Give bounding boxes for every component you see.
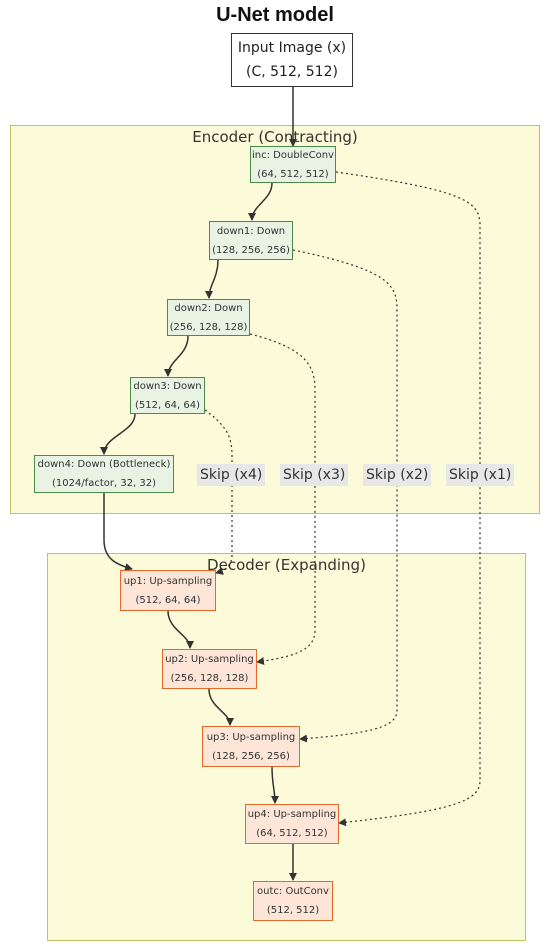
down1-shape: (128, 256, 256) — [212, 244, 290, 256]
inc-node: inc: DoubleConv (64, 512, 512) — [250, 146, 336, 183]
encoder-group: Encoder (Contracting) — [10, 125, 540, 514]
edge-up3-up4 — [270, 766, 279, 804]
down1-label: down1: Down — [216, 225, 286, 237]
down3-shape: (512, 64, 64) — [134, 399, 201, 411]
input-image-shape: (C, 512, 512) — [246, 64, 338, 80]
outc-node: outc: OutConv (512, 512) — [253, 881, 333, 921]
skip-label-x3: Skip (x3) — [280, 464, 349, 486]
edge-down2-down3 — [164, 335, 189, 377]
up3-label: up3: Up-sampling — [206, 731, 296, 743]
skip-edge-x3 — [249, 333, 316, 665]
edge-down4-up1 — [103, 493, 133, 571]
inc-label: inc: DoubleConv — [252, 149, 334, 161]
skip-edge-x2 — [292, 249, 398, 743]
skip-label-x2: Skip (x2) — [363, 464, 432, 486]
up2-label: up2: Up-sampling — [165, 654, 254, 665]
up2-shape: (256, 128, 128) — [170, 673, 249, 684]
up1-node: up1: Up-sampling (512, 64, 64) — [120, 570, 216, 611]
down4-shape: (1024/factor, 32, 32) — [51, 478, 157, 489]
up3-shape: (128, 256, 256) — [212, 750, 290, 762]
up4-label: up4: Up-sampling — [247, 809, 337, 820]
skip-label-x4: Skip (x4) — [197, 464, 266, 486]
skip-edge-x4 — [204, 409, 233, 575]
inc-shape: (64, 512, 512) — [257, 168, 329, 180]
down4-label: down4: Down (Bottleneck) — [37, 459, 171, 470]
input-image-node: Input Image (x) (C, 512, 512) — [231, 33, 353, 87]
skip-edge-x1 — [335, 171, 481, 827]
diagram-title: U-Net model — [216, 4, 334, 26]
up3-node: up3: Up-sampling (128, 256, 256) — [202, 726, 300, 767]
outc-label: outc: OutConv — [257, 886, 329, 897]
down2-node: down2: Down (256, 128, 128) — [167, 299, 250, 336]
edge-up2-up3 — [208, 688, 234, 726]
down2-shape: (256, 128, 128) — [169, 321, 248, 333]
up1-label: up1: Up-sampling — [123, 575, 213, 587]
up4-node: up4: Up-sampling (64, 512, 512) — [245, 804, 339, 844]
up4-shape: (64, 512, 512) — [256, 828, 328, 839]
edge-down1-down2 — [205, 259, 219, 299]
down2-label: down2: Down — [174, 302, 243, 314]
encoder-group-label: Encoder (Contracting) — [192, 128, 358, 146]
down3-label: down3: Down — [133, 380, 202, 392]
input-image-label: Input Image (x) — [237, 40, 347, 56]
edge-inc-down1 — [248, 182, 273, 221]
down4-bottleneck-node: down4: Down (Bottleneck) (1024/factor, 3… — [34, 455, 174, 493]
outc-shape: (512, 512) — [266, 905, 320, 916]
decoder-group-label: Decoder (Expanding) — [207, 556, 366, 574]
up2-node: up2: Up-sampling (256, 128, 128) — [162, 649, 257, 689]
down3-node: down3: Down (512, 64, 64) — [130, 377, 205, 414]
down1-node: down1: Down (128, 256, 256) — [209, 221, 293, 260]
edge-up1-up2 — [167, 610, 194, 649]
edge-down3-down4 — [100, 413, 136, 455]
up1-shape: (512, 64, 64) — [135, 594, 201, 606]
skip-label-x1: Skip (x1) — [446, 464, 515, 486]
